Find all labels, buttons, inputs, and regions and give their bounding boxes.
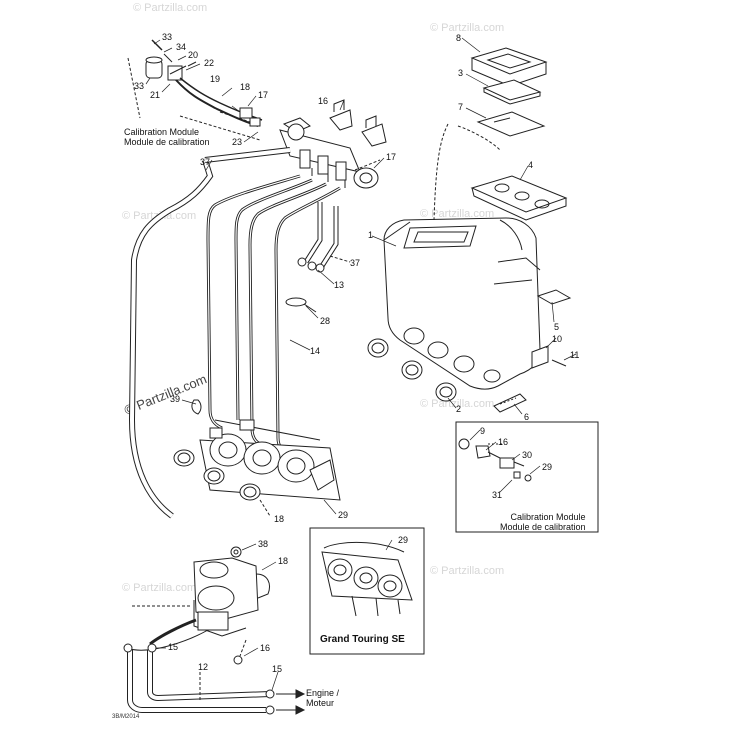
caption-en: Calibration Module <box>510 512 586 522</box>
callout-17: 16 <box>260 643 271 653</box>
callout-14: 14 <box>310 346 321 356</box>
callout-11: 11 <box>570 350 580 360</box>
callout-33: 31 <box>492 490 503 500</box>
callout-13: 13 <box>334 280 345 290</box>
inset-title: Grand Touring SE <box>320 634 405 645</box>
callout-29-inset: 29 <box>398 535 409 545</box>
calibration-module-caption-left: Calibration Module Module de calibration <box>124 127 210 147</box>
callout-7: 7 <box>458 102 464 112</box>
callout-15-left: 15 <box>168 642 179 652</box>
callout-2: 2 <box>456 404 462 414</box>
callout-39: 39 <box>170 394 181 404</box>
supply-hoses-drawing <box>123 643 306 715</box>
callout-28: 23 <box>232 137 243 147</box>
callout-4: 4 <box>528 160 534 170</box>
callout-21: 17 <box>386 152 397 162</box>
callout-12: 12 <box>198 662 209 672</box>
caption-fr: Module de calibration <box>500 522 586 532</box>
calibration-module-caption-right: Calibration Module Module de calibration <box>500 512 586 532</box>
watermark: © Partzilla.com <box>133 2 208 14</box>
clamp-drawing <box>285 297 317 313</box>
engine-caption: Engine / Moteur <box>306 688 339 708</box>
airbox-drawing <box>383 217 541 390</box>
callout-1: 1 <box>368 230 374 240</box>
callout-34: 33 <box>162 32 173 42</box>
callout-35: 33 <box>134 81 145 91</box>
caption-en: Calibration Module <box>124 127 200 137</box>
callout-32: 30 <box>522 450 533 460</box>
return-hose-drawing <box>128 147 291 519</box>
clips-drawing <box>329 99 387 147</box>
calibration-harness-drawing <box>127 39 263 141</box>
throttle-bodies-drawing <box>199 419 341 501</box>
watermark: © Partzilla.com <box>430 22 505 34</box>
callout-29-main: 29 <box>338 510 349 520</box>
callout-10: 10 <box>552 334 563 344</box>
callout-37-lower: 37 <box>350 258 361 268</box>
fuel-rail-drawing <box>279 117 381 189</box>
airbox-cover-parts-drawing <box>433 47 572 305</box>
callout-25: 20 <box>188 50 199 60</box>
callout-31: 29 <box>542 462 553 472</box>
grand-touring-inset <box>309 527 425 655</box>
callout-36: 34 <box>176 42 187 52</box>
calibration-inset-box <box>455 421 599 533</box>
drawing-code: 3B/M2014 <box>112 714 140 720</box>
watermark: © Partzilla.com <box>420 208 495 220</box>
watermark: © Partzilla.com <box>430 565 505 577</box>
caption-en: Engine / <box>306 688 340 698</box>
caption-fr: Module de calibration <box>124 137 210 147</box>
callout-16: 16 <box>498 437 509 447</box>
callout-38: 38 <box>258 539 269 549</box>
elbow-hoses-drawing <box>297 202 351 273</box>
callout-8: 8 <box>456 33 462 43</box>
callout-37-upper: 37 <box>200 157 211 167</box>
hose-clamps-drawing <box>173 449 271 517</box>
callout-24: 19 <box>210 74 221 84</box>
watermark: © Partzilla.com <box>420 398 495 410</box>
callout-3: 3 <box>458 68 464 78</box>
callout-27: 22 <box>204 58 215 68</box>
callout-5: 5 <box>554 322 560 332</box>
watermark: © Partzilla.com <box>122 582 197 594</box>
callout-26: 21 <box>150 90 161 100</box>
callout-22: 17 <box>258 90 269 100</box>
caption-fr: Moteur <box>306 698 335 708</box>
callout-30: 28 <box>320 316 331 326</box>
callout-15-right: 15 <box>272 664 283 674</box>
callout-18: 18 <box>278 556 289 566</box>
fuel-pump-drawing <box>125 546 270 665</box>
sensor-clip-drawing <box>191 399 202 415</box>
callout-20: 16 <box>318 96 329 106</box>
callout-9: 9 <box>480 426 486 436</box>
intake-boots-drawing <box>367 338 457 402</box>
small-parts-drawing <box>493 345 567 413</box>
callout-19: 18 <box>274 514 285 524</box>
callout-6: 6 <box>524 412 530 422</box>
callout-23: 18 <box>240 82 251 92</box>
